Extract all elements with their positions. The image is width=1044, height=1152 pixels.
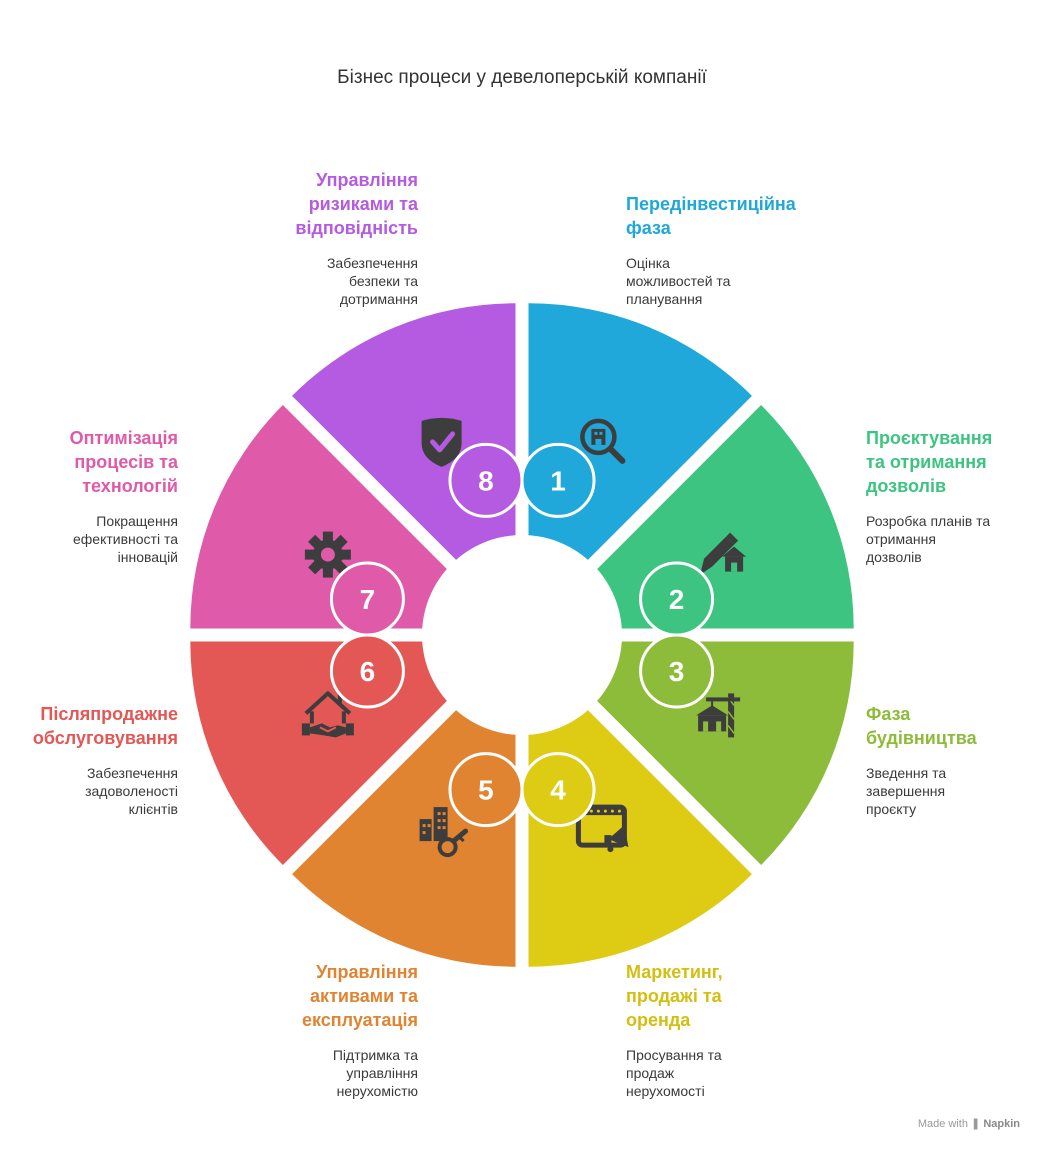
badge-number-3: 3 — [669, 656, 685, 687]
sector-5 — [292, 650, 516, 967]
napkin-brand: Napkin — [983, 1118, 1020, 1130]
badge-6: 6 — [329, 633, 405, 709]
sector-1 — [528, 303, 752, 620]
step-5-title: Управління активами та експлуатація — [301, 962, 418, 1030]
step-7-title: Оптимізація процесів та технологій — [69, 428, 178, 496]
badge-2: 2 — [639, 561, 715, 637]
step-8-label: Управління ризиками та відповідність Заб… — [198, 168, 418, 308]
step-3-label: Фаза будівництва Зведення та завершення … — [866, 702, 1036, 818]
badge-8: 8 — [448, 442, 524, 518]
sector-8 — [292, 303, 516, 620]
badge-circle-3 — [639, 633, 715, 709]
step-2-title: Проєктування та отримання дозволів — [866, 428, 993, 496]
sector-7 — [190, 405, 507, 629]
made-with-text: Made with — [917, 1118, 968, 1130]
wheel-badges: 1 2 3 4 5 6 7 8 — [329, 442, 715, 828]
page-title: Бізнес процеси у девелоперській компанії — [337, 67, 707, 88]
step-8-desc: Забезпечення безпеки та дотримання — [326, 255, 418, 307]
badge-1: 1 — [520, 442, 596, 518]
badge-5: 5 — [448, 752, 524, 828]
made-with-footer: Made with ❚ Napkin — [918, 1117, 1020, 1130]
step-6-desc: Забезпечення задоволеності клієнтів — [85, 765, 178, 817]
step-5-label: Управління активами та експлуатація Підт… — [198, 960, 418, 1100]
step-6-label: Післяпродажне обслуговування Забезпеченн… — [8, 702, 178, 818]
badge-number-5: 5 — [478, 775, 494, 806]
step-7-desc: Покращення ефективності та інновацій — [72, 513, 178, 565]
step-8-title: Управління ризиками та відповідність — [295, 170, 418, 238]
badge-circle-5 — [448, 752, 524, 828]
step-1-desc: Оцінка можливостей та планування — [626, 255, 731, 307]
sector-4 — [528, 650, 752, 967]
sector-3 — [537, 641, 854, 865]
step-3-desc: Зведення та завершення проєкту — [866, 765, 947, 817]
badge-number-8: 8 — [478, 465, 494, 496]
step-4-title: Маркетинг, продажі та оренда — [626, 962, 723, 1030]
sector-2 — [537, 405, 854, 629]
badge-number-7: 7 — [360, 584, 376, 615]
badge-circle-8 — [448, 442, 524, 518]
step-5-desc: Підтримка та управління нерухомістю — [332, 1047, 418, 1099]
wheel-center — [422, 535, 622, 735]
badge-number-2: 2 — [669, 584, 685, 615]
napkin-logo-icon: ❚ — [971, 1118, 981, 1130]
badge-3: 3 — [639, 633, 715, 709]
step-1-title: Передінвестиційна фаза — [626, 194, 796, 238]
badge-7: 7 — [329, 561, 405, 637]
wheel-sectors — [190, 303, 854, 967]
step-2-desc: Розробка планів та отримання дозволів — [866, 513, 991, 565]
badge-number-1: 1 — [550, 465, 566, 496]
badge-number-4: 4 — [550, 775, 566, 806]
step-1-label: Передінвестиційна фаза Оцінка можливосте… — [626, 192, 846, 308]
sector-6 — [190, 641, 507, 865]
step-7-label: Оптимізація процесів та технологій Покра… — [8, 426, 178, 566]
step-3-title: Фаза будівництва — [866, 704, 977, 748]
badge-number-6: 6 — [360, 656, 376, 687]
step-2-label: Проєктування та отримання дозволів Розро… — [866, 426, 1036, 566]
badge-4: 4 — [520, 752, 596, 828]
step-6-title: Післяпродажне обслуговування — [32, 704, 178, 748]
step-4-label: Маркетинг, продажі та оренда Просування … — [626, 960, 846, 1100]
step-4-desc: Просування та продаж нерухомості — [626, 1047, 722, 1099]
badge-circle-7 — [329, 561, 405, 637]
